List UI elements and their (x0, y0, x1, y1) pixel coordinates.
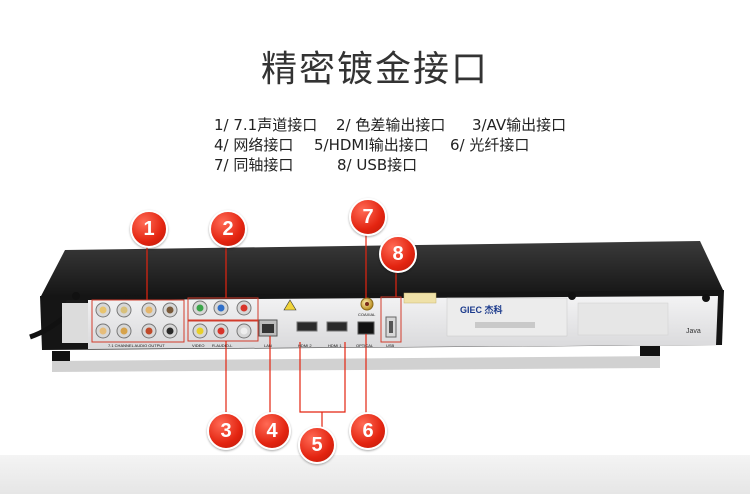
hdmi-1-port (326, 321, 348, 332)
legend-item-2: 2/ 色差输出接口 (336, 116, 446, 134)
badge-8: 8 (379, 235, 417, 273)
usb-port (380, 296, 402, 343)
rca-jack-group-71 (95, 302, 178, 339)
legend-item-1: 1/ 7.1声道接口 (214, 116, 318, 134)
badge-4: 4 (253, 412, 291, 450)
legend-item-8: 8/ USB接口 (337, 156, 418, 174)
audio-output-block (91, 299, 185, 343)
hdmi1-label: HDMI 1 (328, 343, 342, 348)
usb-label: USB (386, 343, 395, 348)
badge-3: 3 (207, 412, 245, 450)
warning-icon (283, 299, 297, 311)
legend-item-5: 5/HDMI输出接口 (314, 136, 429, 154)
legend-item-7: 7/ 同轴接口 (214, 156, 294, 174)
page-title: 精密镀金接口 (260, 49, 489, 90)
badge-7: 7 (349, 198, 387, 236)
badge-5: 5 (298, 426, 336, 464)
optical-label: OPTICAL (356, 343, 374, 348)
rca-jack-group-component (192, 300, 252, 316)
badge-1: 1 (130, 210, 168, 248)
badge-2: 2 (209, 210, 247, 248)
optical-port (357, 321, 375, 335)
video-label: VIDEO (192, 343, 205, 348)
java-logo: Java (686, 328, 701, 335)
hdmi2-label: HDMI 2 (298, 343, 312, 348)
coaxial-port (360, 297, 374, 311)
component-output-block (187, 297, 259, 321)
rca-jack-group-av (192, 323, 252, 339)
hdmi-2-port (296, 321, 318, 332)
lan-port (258, 319, 278, 337)
brand-logo: GIEC 杰科 (460, 305, 503, 315)
av-output-block (187, 320, 259, 342)
legend-item-3: 3/AV输出接口 (472, 116, 567, 134)
screws (72, 292, 710, 302)
barcode-sticker (403, 292, 437, 304)
lan-label: LAN (264, 343, 272, 348)
legend-item-6: 6/ 光纤接口 (450, 136, 530, 154)
legend-item-4: 4/ 网络接口 (214, 136, 294, 154)
audio-lr-label: R-AUDIO-L (212, 343, 233, 348)
info-label (446, 297, 669, 337)
callout-lines (146, 232, 397, 428)
badge-6: 6 (349, 412, 387, 450)
audio-output-label: 7.1 CHANNEL AUDIO OUTPUT (108, 343, 165, 348)
coaxial-label: COAXIAL (358, 312, 376, 317)
floor-background (0, 455, 750, 494)
